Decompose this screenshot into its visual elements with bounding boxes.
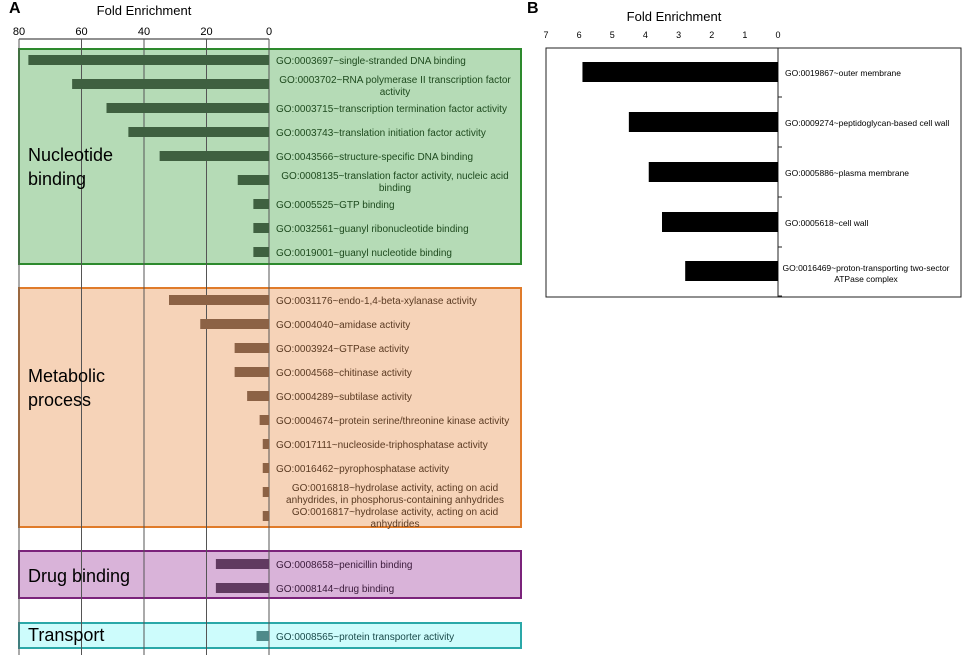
bar xyxy=(106,103,269,113)
category-label-line2: anhydrides, in phosphorus-containing anh… xyxy=(286,495,504,506)
bar xyxy=(685,261,778,281)
x-axis-title: Fold Enrichment xyxy=(627,9,722,24)
category-label: GO:0016469~proton-transporting two-secto… xyxy=(782,263,949,273)
bar xyxy=(169,295,269,305)
bar xyxy=(262,511,269,521)
category-label-line2: ATPase complex xyxy=(834,274,898,284)
x-tick-label: 3 xyxy=(676,30,681,40)
group-box xyxy=(18,550,522,599)
category-label: GO:0019001~guanyl nucleotide binding xyxy=(276,248,452,259)
category-label: GO:0004289~subtilase activity xyxy=(276,392,412,403)
category-label: GO:0032561~guanyl ribonucleotide binding xyxy=(276,224,469,235)
x-tick-label: 40 xyxy=(138,26,150,38)
category-label: GO:0005618~cell wall xyxy=(785,218,869,228)
category-label: GO:0003702~RNA polymerase II transcripti… xyxy=(279,75,511,86)
bar xyxy=(262,487,269,497)
x-tick-label: 6 xyxy=(577,30,582,40)
group-box xyxy=(18,622,522,649)
category-label: GO:0008658~penicillin binding xyxy=(276,560,413,571)
bar xyxy=(128,127,269,137)
category-label: GO:0016818~hydrolase activity, acting on… xyxy=(292,483,498,494)
bar xyxy=(253,223,269,233)
bar xyxy=(582,62,778,82)
category-label: GO:0003697~single-stranded DNA binding xyxy=(276,56,466,67)
bar xyxy=(628,112,778,132)
x-tick-label: 20 xyxy=(200,26,212,38)
bar xyxy=(259,415,269,425)
bar xyxy=(247,391,269,401)
x-tick-label: 80 xyxy=(13,26,25,38)
category-label: GO:0008565~protein transporter activity xyxy=(276,632,454,643)
bar xyxy=(159,151,269,161)
category-label: GO:0005886~plasma membrane xyxy=(785,168,909,178)
x-tick-label: 4 xyxy=(643,30,648,40)
group-label: binding xyxy=(28,169,86,189)
x-axis-title: Fold Enrichment xyxy=(97,3,192,18)
category-label: GO:0017111~nucleoside-triphosphatase act… xyxy=(276,440,488,451)
category-label: GO:0008135~translation factor activity, … xyxy=(281,171,508,182)
x-tick-label: 0 xyxy=(266,26,272,38)
category-label: GO:0043566~structure-specific DNA bindin… xyxy=(276,152,473,163)
bar xyxy=(200,319,269,329)
panel-letter-a: A xyxy=(9,0,21,17)
group-box xyxy=(18,287,522,528)
bar xyxy=(253,199,269,209)
bar xyxy=(234,343,269,353)
category-label: GO:0004674~protein serine/threonine kina… xyxy=(276,416,509,427)
x-tick-label: 5 xyxy=(610,30,615,40)
category-label: GO:0031176~endo-1,4-beta-xylanase activi… xyxy=(276,296,477,307)
group-label: Transport xyxy=(28,625,104,645)
bar xyxy=(215,583,269,593)
category-label: GO:0016817~hydrolase activity, acting on… xyxy=(292,507,498,518)
chart-panel-b: B Fold Enrichment 7 6 5 4 3 2 1 0GO:0019867~outer… xyxy=(527,0,962,298)
bar xyxy=(262,463,269,473)
bar xyxy=(256,631,269,641)
panel-letter-b: B xyxy=(527,0,539,17)
category-label: GO:0008144~drug binding xyxy=(276,584,394,595)
category-label-line2: activity xyxy=(380,87,411,98)
category-label-line2: binding xyxy=(379,183,411,194)
bar xyxy=(662,212,778,232)
category-label: GO:0009274~peptidoglycan-based cell wall xyxy=(785,118,949,128)
group-label: Metabolic xyxy=(28,366,105,386)
x-tick-label: 7 xyxy=(543,30,548,40)
bar xyxy=(72,79,269,89)
category-label: GO:0019867~outer membrane xyxy=(785,68,901,78)
category-label: GO:0004568~chitinase activity xyxy=(276,368,412,379)
category-label-line2: anhydrides xyxy=(371,519,420,530)
category-label: GO:0004040~amidase activity xyxy=(276,320,410,331)
bar xyxy=(234,367,269,377)
x-tick-label: 1 xyxy=(742,30,747,40)
bar xyxy=(237,175,269,185)
category-label: GO:0016462~pyrophosphatase activity xyxy=(276,464,449,475)
category-label: GO:0003924~GTPase activity xyxy=(276,344,409,355)
bar xyxy=(28,55,269,65)
group-label: Drug binding xyxy=(28,566,130,586)
bar xyxy=(253,247,269,257)
category-label: GO:0005525~GTP binding xyxy=(276,200,395,211)
bar xyxy=(262,439,269,449)
bar xyxy=(215,559,269,569)
category-label: GO:0003715~transcription termination fac… xyxy=(276,104,507,115)
x-tick-label: 2 xyxy=(709,30,714,40)
bar xyxy=(648,162,778,182)
x-tick-label: 0 xyxy=(775,30,780,40)
category-label: GO:0003743~translation initiation factor… xyxy=(276,128,486,139)
group-label: Nucleotide xyxy=(28,145,113,165)
x-tick-label: 60 xyxy=(75,26,87,38)
group-label: process xyxy=(28,390,91,410)
